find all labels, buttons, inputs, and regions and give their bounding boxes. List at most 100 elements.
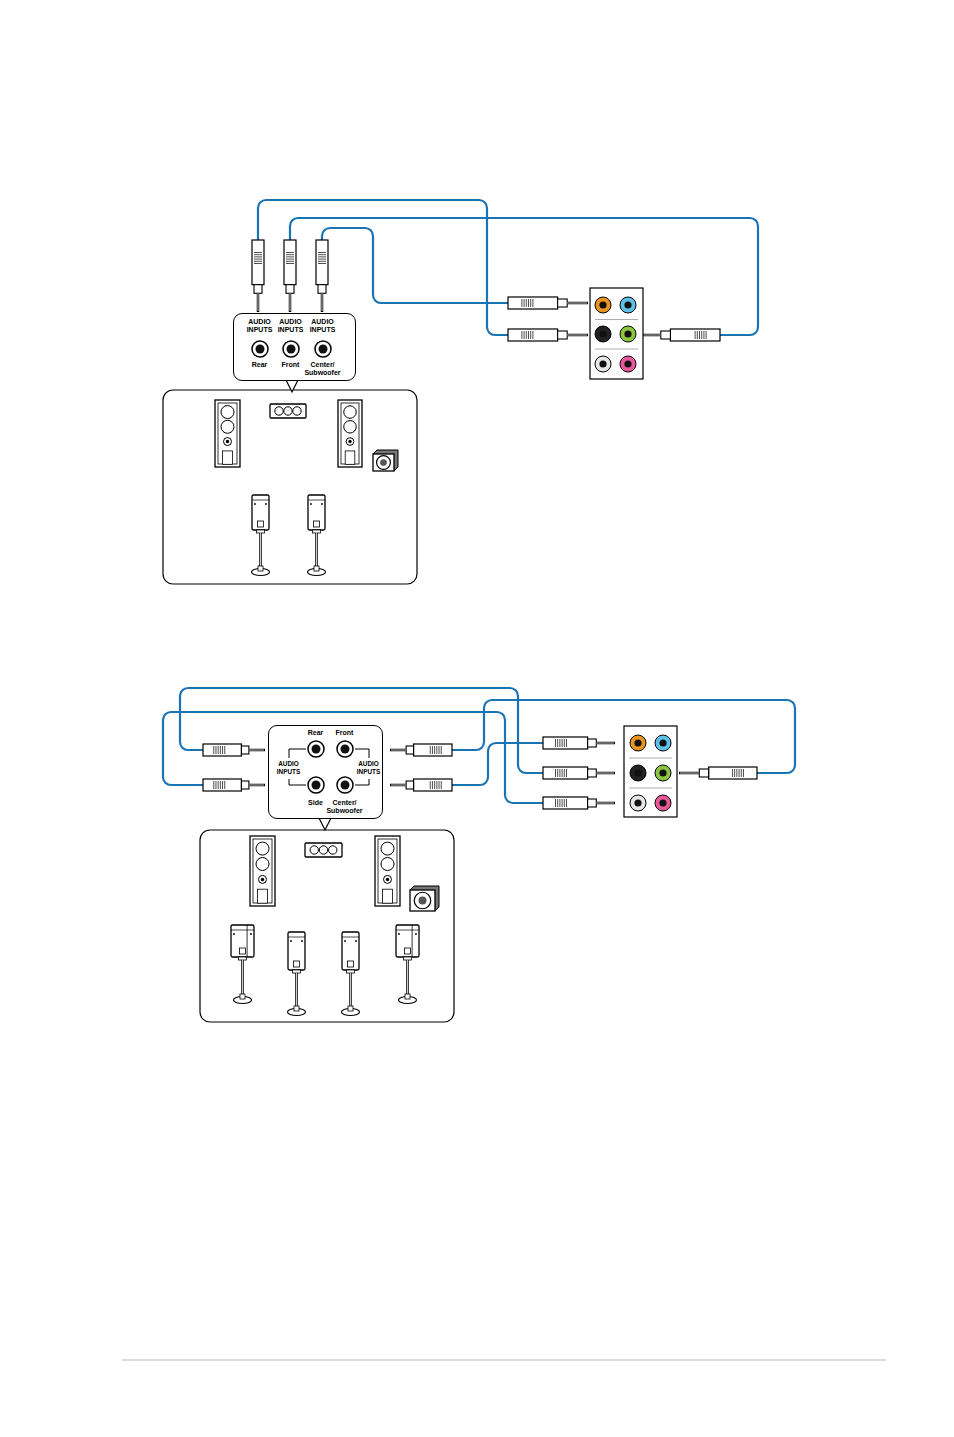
input-jack [308,777,324,793]
bracket [289,779,306,785]
subwoofer-part [373,450,398,471]
audio-plug [543,737,615,749]
audio-plug-part [430,746,431,754]
surround-speaker-part [404,957,412,960]
surround-speaker-part [240,948,246,954]
audio-plug [390,744,452,756]
subwoofer-part [380,459,387,466]
audio-plug-part [430,781,431,789]
audio-plug-part [706,331,707,339]
jack-hole [634,739,641,746]
center-speaker-part [310,846,318,854]
panel-divider [595,319,638,320]
audio-plug-part [528,299,529,307]
surround-speaker-part [310,503,312,505]
front-speaker-part [223,451,233,464]
audio-plug-part [218,781,219,789]
jack-label: Side [301,799,331,807]
front-speaker-part [378,839,397,903]
audio-plug-part [709,767,757,779]
callout-pointer [286,380,298,392]
audio-plug-part [213,781,214,789]
input-jack [283,341,299,357]
surround-speaker-part [265,503,267,505]
audio-plug-part [588,739,597,747]
front-speaker-part [218,403,237,464]
audio-plug-part [241,781,248,789]
jack-hole [341,745,350,754]
audio-jack [655,735,671,751]
surround-speaker-part [314,521,320,527]
surround-speaker-part [293,970,301,973]
audio-plug-part [286,263,294,264]
jack-label: AUDIO INPUTS [270,760,308,776]
surround-speaker-part [349,973,352,1008]
audio-plug-part [680,773,699,774]
audio-plug-part [559,799,560,807]
subwoofer-part [373,454,394,471]
surround-speaker-part [257,530,265,533]
audio-plug [252,240,264,312]
surround-speaker-part [348,1006,353,1011]
footer-rule [122,1360,886,1361]
surround-speaker [342,932,360,1016]
surround-speaker-part [406,960,409,996]
audio-plug-part [530,299,531,307]
jack-hole [599,330,606,337]
audio-plug-part [567,335,587,336]
jack-label: AUDIO INPUTS [275,318,307,334]
center-speaker-part [329,846,337,854]
front-speaker-part [253,839,272,903]
audio-plug-part [521,299,522,307]
jack-hole [312,745,321,754]
subwoofer [373,450,398,471]
front-speaker-part [250,836,275,906]
audio-plug-part [532,299,533,307]
audio-plug-part [254,285,262,294]
surround-speaker-part [288,932,305,970]
audio-plug-part [596,773,614,774]
audio-plug-part [254,254,262,255]
jack-label: AUDIO INPUTS [350,760,388,776]
front-speaker [375,836,400,906]
audio-plug-part [391,750,406,751]
audio-plug-part [596,803,614,804]
jack-hole [659,769,666,776]
audio-plug-part [254,263,262,264]
jack-hole [319,345,328,354]
audio-plug-part [258,293,259,311]
audio-plug-part [557,769,558,777]
audio-plug-part [441,781,442,789]
audio-plug-part [218,746,219,754]
audio-plug-part [222,746,223,754]
audio-plug-part [543,767,588,779]
audio-plug-part [434,781,435,789]
jack-hole [599,360,606,367]
audio-plug-part [559,739,560,747]
front-speaker-part [381,842,394,855]
jack-label: Rear [301,729,331,737]
input-jack [337,741,353,757]
surround-speaker-part [231,925,254,957]
io-panel [624,726,677,817]
center-speaker [270,404,306,418]
input-jack [337,777,353,793]
audio-plug-part [222,781,223,789]
audio-plug-part [436,746,437,754]
panel-divider [595,349,638,350]
front-speaker-part [221,420,234,433]
audio-plug-part [699,331,700,339]
audio-plug-part [701,331,702,339]
surround-speaker-part [342,932,359,970]
audio-plug [316,240,328,312]
surround-speaker [396,925,419,1004]
audio-plug-part [254,256,262,257]
front-speaker-part [221,406,234,419]
surround-speaker [288,932,306,1016]
jack-label: Center/ Subwoofer [322,799,368,815]
audio-plug-part [289,293,292,312]
audio-plug-part [254,252,262,253]
surround-speaker-part [313,530,321,533]
surround-speaker-part [405,994,410,999]
